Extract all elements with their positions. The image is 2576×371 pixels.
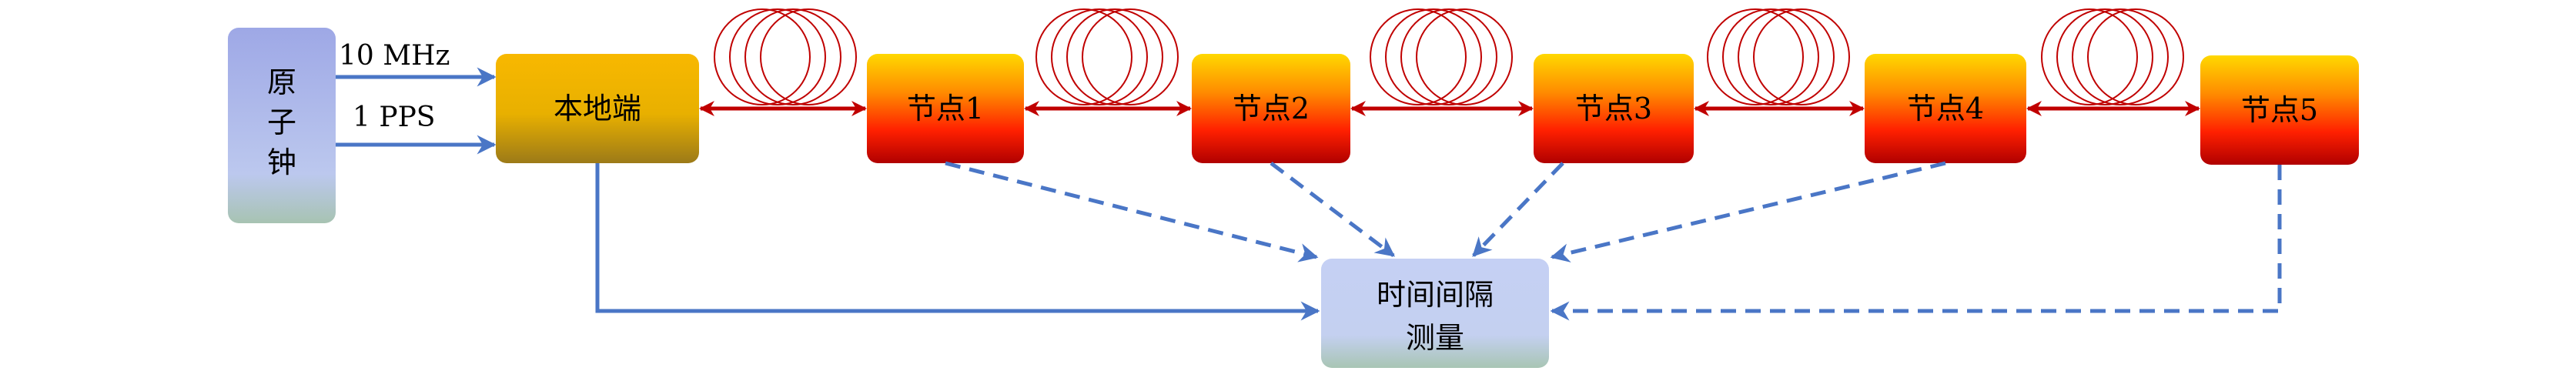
node-5-measurement-arrow <box>1550 165 2282 321</box>
measurement-label-line-2: 测量 <box>1406 321 1464 355</box>
fiber-coil <box>1035 8 1179 105</box>
local-end-box: 本地端 <box>496 54 699 163</box>
freq-signal-label: 10 MHz <box>339 40 450 72</box>
node-1-label: 节点1 <box>907 92 984 125</box>
fiber-coil <box>714 8 857 105</box>
local-end-label: 本地端 <box>554 92 641 125</box>
measurement-box: 时间间隔 测量 <box>1321 259 1549 368</box>
node-3-measurement-arrow <box>1472 162 1564 257</box>
node-5-label: 节点5 <box>2241 93 2318 127</box>
node-4-box: 节点4 <box>1865 54 2026 163</box>
fiber-link-2 <box>1024 8 1192 116</box>
local-to-measurement-arrow <box>595 163 1320 321</box>
node-measurement-arrows <box>945 161 2282 321</box>
fiber-coil <box>1707 8 1850 105</box>
atomic-clock-label-line-2: 子 <box>267 105 296 139</box>
fiber-link-4 <box>1694 8 1865 116</box>
fiber-link-3 <box>1350 8 1534 116</box>
atomic-clock-box: 原 子 钟 <box>228 28 336 223</box>
fiber-coil <box>1370 8 1513 105</box>
atomic-clock-label-line-1: 原 <box>267 65 296 99</box>
fiber-link-5 <box>2026 8 2200 116</box>
node-2-box: 节点2 <box>1192 54 1350 163</box>
signal-arrows: 10 MHz 1 PPS <box>336 40 497 155</box>
node-4-measurement-arrow <box>1550 161 1946 262</box>
node-1-box: 节点1 <box>867 54 1024 163</box>
node-4-label: 节点4 <box>1907 92 1984 125</box>
node-2-measurement-arrow <box>1270 162 1395 257</box>
node-3-box: 节点3 <box>1534 54 1694 163</box>
measurement-label-line-1: 时间间隔 <box>1377 278 1494 312</box>
node-1-measurement-arrow <box>945 161 1319 262</box>
pps-signal-label: 1 PPS <box>353 102 435 133</box>
node-2-label: 节点2 <box>1233 92 1310 125</box>
node-5-box: 节点5 <box>2200 55 2359 165</box>
node-3-label: 节点3 <box>1575 92 1652 125</box>
fiber-link-1 <box>699 8 867 116</box>
atomic-clock-label-line-3: 钟 <box>267 145 296 179</box>
fiber-coil <box>2041 8 2184 105</box>
